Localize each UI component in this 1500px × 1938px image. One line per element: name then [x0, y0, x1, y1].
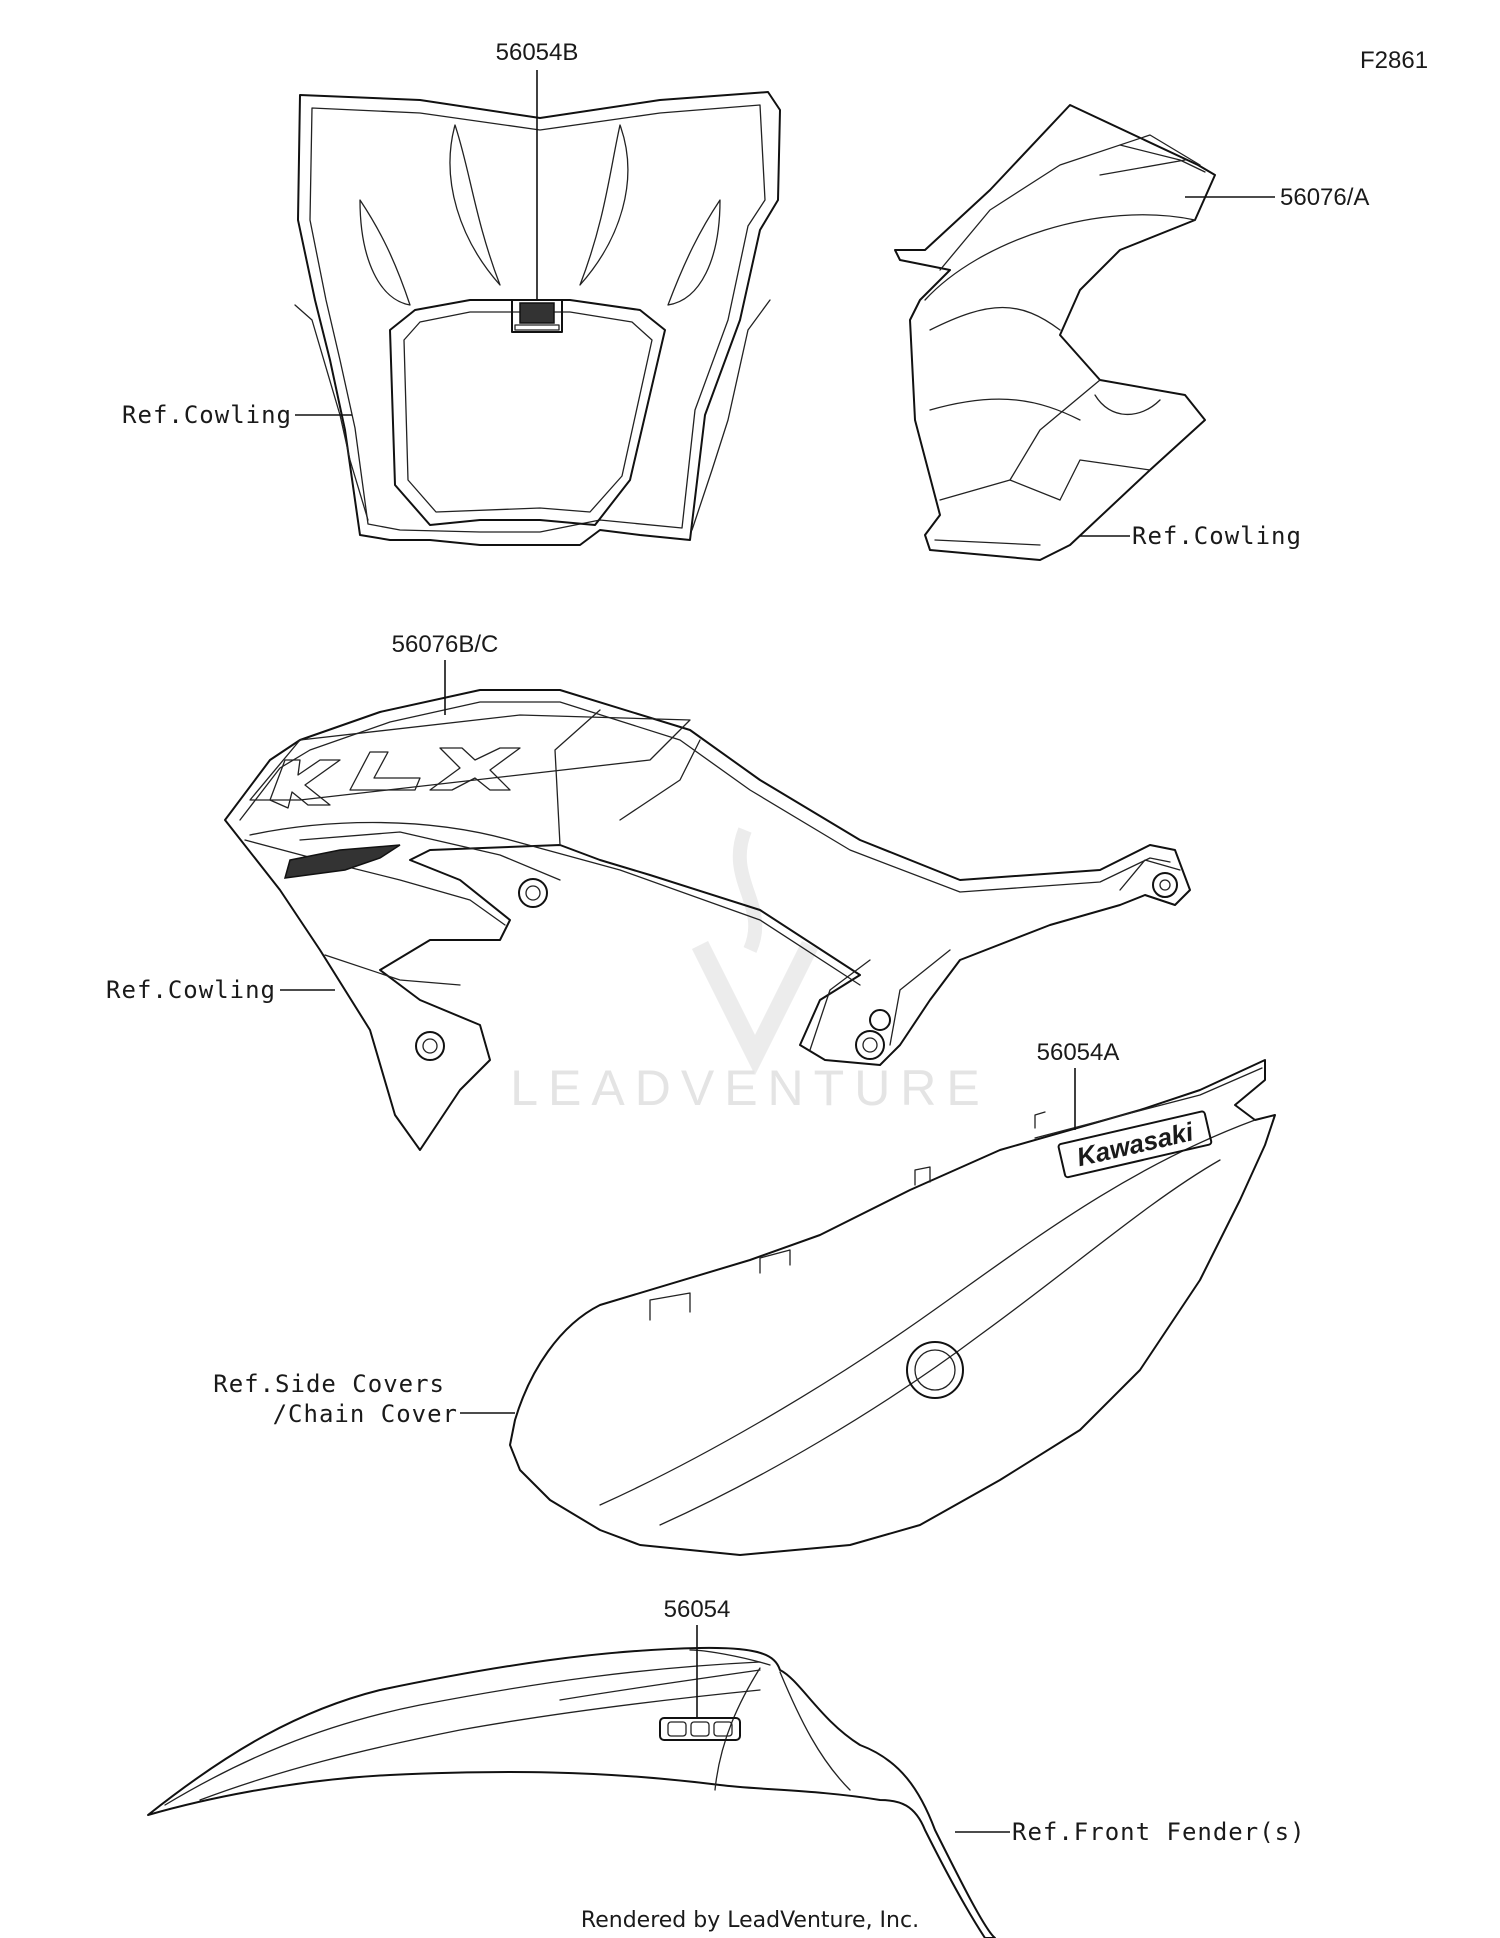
abs-badge: [659, 1717, 741, 1741]
figure-code: F2861: [1360, 47, 1428, 74]
callout-56054A: 56054A: [1037, 1039, 1120, 1066]
watermark-text: LEADVENTURE: [510, 1060, 990, 1116]
klx-decal: [249, 714, 691, 809]
tank-shroud: [224, 689, 1191, 1151]
front-fender: [147, 1646, 996, 1938]
ref-side-covers-line1: Ref.Side Covers: [213, 1370, 445, 1398]
ref-cowling-shroud: Ref.Cowling: [1132, 522, 1302, 550]
side-shroud: [894, 104, 1216, 561]
callout-56054B: 56054B: [496, 39, 579, 66]
ref-side-covers-line2: /Chain Cover: [273, 1400, 458, 1428]
callout-56076BC: 56076B/C: [392, 631, 499, 658]
kawasaki-badge: Kawasaki: [1057, 1110, 1213, 1179]
side-cover: Kawasaki: [509, 1059, 1276, 1556]
ref-cowling-front: Ref.Cowling: [122, 401, 292, 429]
ref-front-fender: Ref.Front Fender(s): [1012, 1818, 1306, 1846]
ref-cowling-tank: Ref.Cowling: [106, 976, 276, 1004]
headlight-cowl: [294, 91, 781, 546]
watermark-logo: [691, 827, 819, 1076]
callout-56076A: 56076/A: [1280, 184, 1369, 211]
callout-56054: 56054: [664, 1596, 731, 1623]
footer-credit: Rendered by LeadVenture, Inc.: [581, 1908, 919, 1933]
